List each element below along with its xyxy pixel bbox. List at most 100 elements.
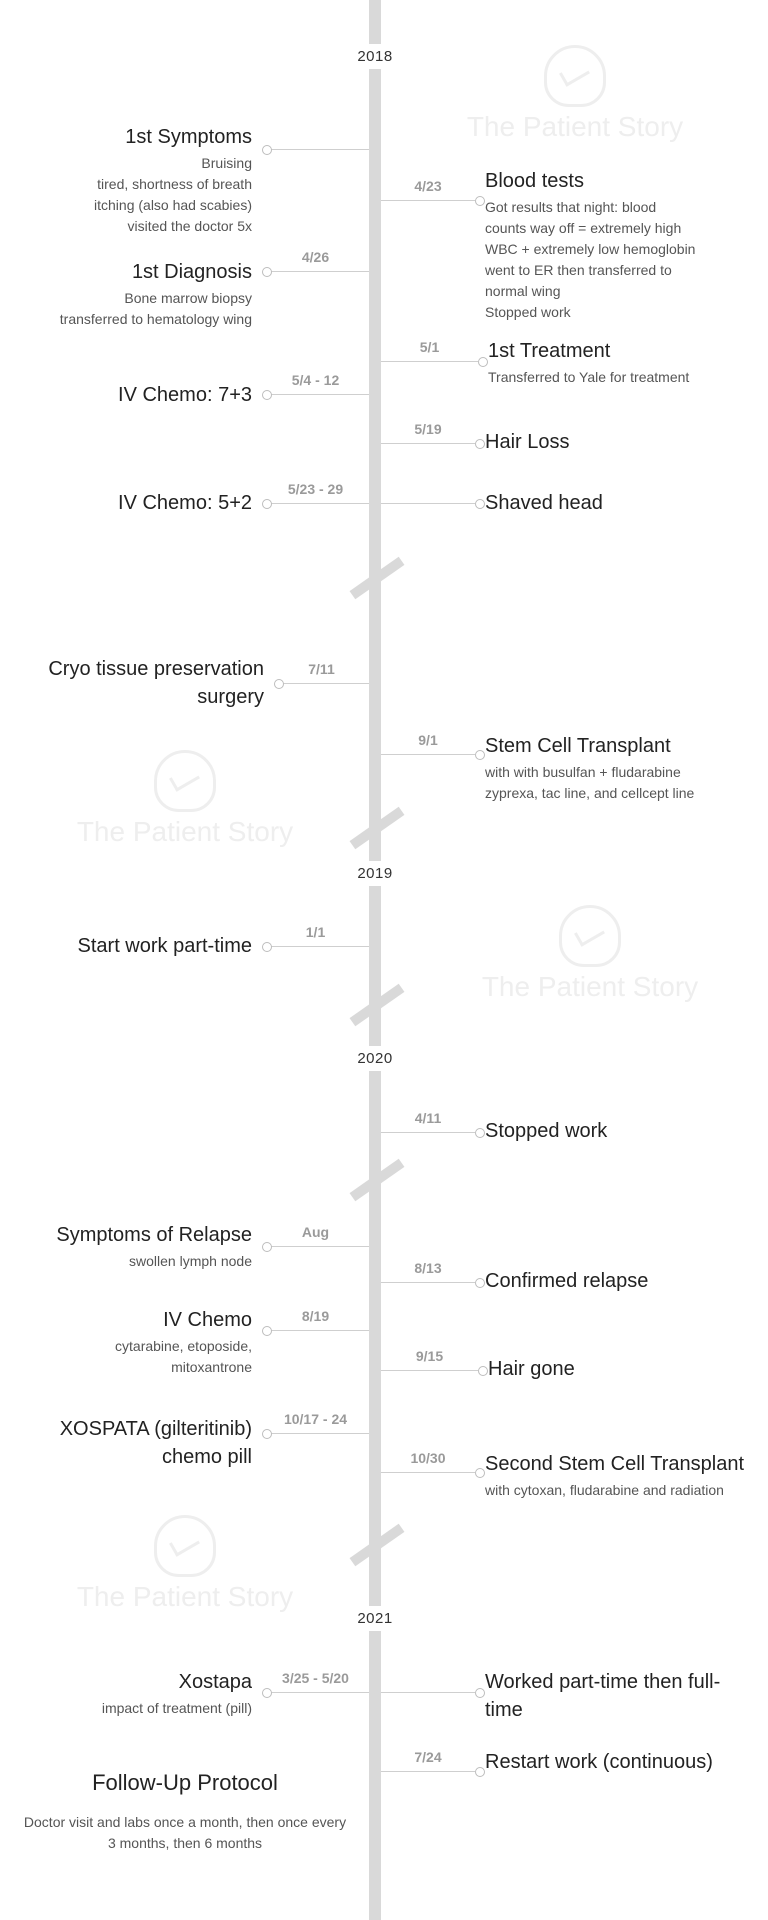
event-description: with cytoxan, fludarabine and radiation bbox=[485, 1482, 724, 1498]
timeline-axis bbox=[369, 0, 381, 1920]
event-connector bbox=[381, 1370, 478, 1371]
event-date: 10/30 bbox=[410, 1450, 446, 1466]
event-right: Stem Cell Transplant with with busulfan +… bbox=[485, 732, 755, 804]
event-connector bbox=[282, 683, 369, 684]
event-date: 5/4 - 12 bbox=[291, 372, 340, 388]
event-date: 9/1 bbox=[418, 732, 438, 748]
event-dot bbox=[262, 267, 272, 277]
event-title: Stopped work bbox=[485, 1120, 608, 1142]
event-dot bbox=[478, 1366, 488, 1376]
watermark: The Patient Story bbox=[55, 1515, 315, 1613]
event-connector bbox=[381, 1771, 475, 1772]
event-title: Start work part-time bbox=[77, 935, 252, 957]
event-dot bbox=[475, 1767, 485, 1777]
event-connector bbox=[270, 149, 369, 150]
watermark-text: The Patient Story bbox=[481, 971, 699, 1002]
event-title: XOSPATA (gilteritinib) chemo pill bbox=[59, 1418, 252, 1468]
event-description: impact of treatment (pill) bbox=[101, 1700, 252, 1716]
event-dot bbox=[475, 499, 485, 509]
event-title: Hair Loss bbox=[485, 431, 570, 453]
event-right: Second Stem Cell Transplant with cytoxan,… bbox=[485, 1450, 745, 1501]
event-title: Confirmed relapse bbox=[485, 1270, 649, 1292]
event-title: IV Chemo: 7+3 bbox=[118, 384, 252, 406]
event-title: 1st Symptoms bbox=[125, 126, 252, 148]
event-dot bbox=[262, 942, 272, 952]
event-right: Confirmed relapse bbox=[485, 1267, 685, 1295]
year-label: 2021 bbox=[340, 1606, 410, 1631]
event-title: Shaved head bbox=[485, 492, 603, 514]
event-connector bbox=[381, 1472, 475, 1473]
event-connector bbox=[270, 271, 369, 272]
event-description: cytarabine, etoposide,mitoxantrone bbox=[115, 1338, 252, 1375]
event-dot bbox=[475, 196, 485, 206]
event-right: Hair gone bbox=[488, 1355, 688, 1383]
event-date: 8/19 bbox=[301, 1308, 330, 1324]
event-connector bbox=[381, 361, 478, 362]
event-dot bbox=[475, 1278, 485, 1288]
event-dot bbox=[262, 1429, 272, 1439]
event-dot bbox=[475, 1468, 485, 1478]
event-dot bbox=[262, 1242, 272, 1252]
event-dot bbox=[475, 1688, 485, 1698]
event-connector bbox=[270, 1330, 369, 1331]
event-date: 7/24 bbox=[414, 1749, 442, 1765]
event-left: Start work part-time bbox=[2, 932, 252, 960]
event-description: swollen lymph node bbox=[129, 1253, 252, 1269]
event-dot bbox=[262, 1688, 272, 1698]
event-connector bbox=[270, 503, 369, 504]
event-right: Shaved head bbox=[485, 489, 685, 517]
event-title: Second Stem Cell Transplant bbox=[485, 1453, 745, 1475]
watermark-heart-icon bbox=[544, 45, 606, 107]
event-connector bbox=[381, 1692, 475, 1693]
year-label: 2020 bbox=[340, 1046, 410, 1071]
watermark-text: The Patient Story bbox=[466, 111, 684, 142]
event-left: XOSPATA (gilteritinib) chemo pill bbox=[12, 1415, 252, 1471]
event-dot bbox=[262, 145, 272, 155]
watermark-heart-icon bbox=[154, 750, 216, 812]
watermark: The Patient Story bbox=[55, 750, 315, 848]
event-left: IV Chemo: 7+3 bbox=[0, 381, 252, 409]
event-right: Hair Loss bbox=[485, 428, 685, 456]
event-connector bbox=[381, 503, 475, 504]
event-title: Cryo tissue preservation surgery bbox=[48, 658, 264, 708]
event-title: Hair gone bbox=[488, 1358, 575, 1380]
event-dot bbox=[478, 357, 488, 367]
event-date: 4/23 bbox=[414, 178, 442, 194]
event-dot bbox=[475, 439, 485, 449]
event-connector bbox=[270, 1692, 369, 1693]
event-title: Stem Cell Transplant bbox=[485, 735, 671, 757]
watermark-heart-icon bbox=[154, 1515, 216, 1577]
event-connector bbox=[270, 1246, 369, 1247]
event-connector bbox=[381, 754, 475, 755]
event-date: 3/25 - 5/20 bbox=[282, 1670, 349, 1686]
event-title: Symptoms of Relapse bbox=[56, 1224, 252, 1246]
event-title: 1st Treatment bbox=[488, 340, 611, 362]
event-connector bbox=[270, 394, 369, 395]
event-title: 1st Diagnosis bbox=[131, 261, 252, 283]
event-title: Worked part-time then full-time bbox=[485, 1671, 721, 1721]
event-date: 4/11 bbox=[414, 1110, 442, 1126]
event-title: Blood tests bbox=[485, 170, 584, 192]
event-dot bbox=[262, 1326, 272, 1336]
event-dot bbox=[262, 390, 272, 400]
event-date: 4/26 bbox=[301, 249, 330, 265]
event-connector bbox=[381, 200, 475, 201]
event-date: 5/23 - 29 bbox=[287, 481, 344, 497]
event-date: 8/13 bbox=[414, 1260, 442, 1276]
watermark: The Patient Story bbox=[460, 905, 720, 1003]
watermark-text: The Patient Story bbox=[76, 816, 294, 847]
event-connector bbox=[270, 946, 369, 947]
event-left: Cryo tissue preservation surgery bbox=[6, 655, 264, 711]
watermark-text: The Patient Story bbox=[76, 1581, 294, 1612]
